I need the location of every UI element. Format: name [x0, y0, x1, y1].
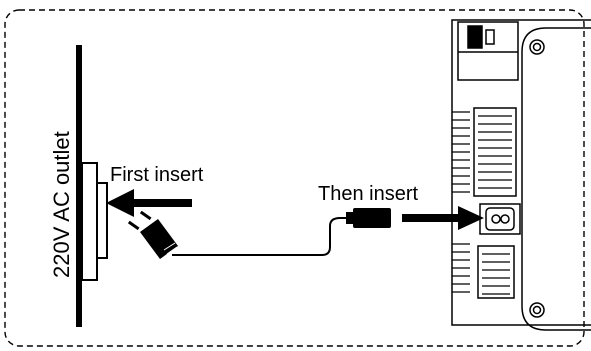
first-insert-label: First insert — [110, 164, 204, 186]
iec-connector — [346, 208, 391, 228]
wall — [76, 45, 82, 327]
then-insert-label: Then insert — [318, 183, 418, 205]
then-insert-arrow — [402, 206, 484, 230]
power-cable — [172, 217, 348, 256]
first-insert-arrow — [106, 189, 192, 217]
wall-plug — [127, 210, 178, 259]
wall-outlet — [81, 162, 108, 281]
wall-outlet-label: 220V AC outlet — [49, 131, 74, 278]
device — [451, 19, 591, 331]
dashed-frame — [4, 9, 585, 347]
